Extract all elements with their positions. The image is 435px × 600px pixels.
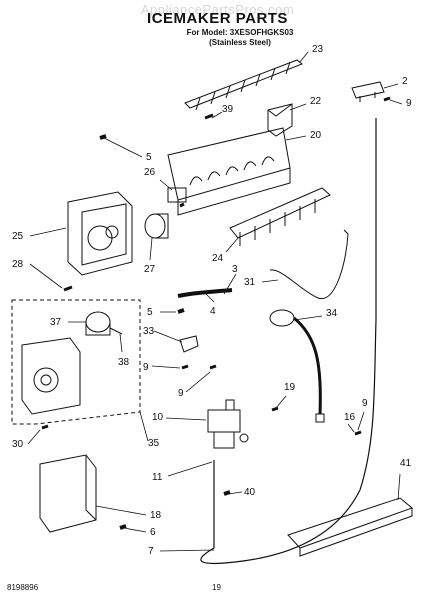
callout-label-c9d: 9 [362, 398, 368, 409]
callout-label-c23: 23 [312, 44, 324, 55]
part-control-housing [67, 191, 133, 276]
callout-label-c16: 16 [344, 412, 356, 423]
part-cover [39, 454, 97, 533]
callout-label-c27: 27 [144, 264, 156, 275]
callout-label-c33: 33 [143, 326, 155, 337]
callout-label-c5b: 5 [147, 307, 153, 318]
callout-label-c2: 2 [402, 76, 408, 87]
callout-label-c26: 26 [144, 167, 156, 178]
part-water-line [269, 309, 325, 423]
callout-label-c5a: 5 [146, 152, 152, 163]
part-bracket-33 [179, 335, 199, 353]
callout-label-c38: 38 [118, 357, 130, 368]
part-stripper [229, 187, 331, 246]
callout-label-c11: 11 [152, 472, 163, 483]
model-line: For Model: 3XESOFHGKS03 [186, 28, 294, 37]
watermark: AppliancePartsPros.com [140, 2, 295, 17]
callout-label-c25: 25 [12, 231, 24, 242]
callout-label-c41: 41 [400, 458, 412, 469]
callout-label-c22: 22 [310, 96, 322, 107]
callout-label-c9a: 9 [406, 98, 412, 109]
screws [41, 96, 391, 530]
diagram-title: ICEMAKER PARTS [147, 10, 288, 27]
callout-label-c31: 31 [244, 277, 256, 288]
part-ejector [184, 59, 303, 111]
callout-label-c35: 35 [148, 438, 160, 449]
part-motor [144, 213, 169, 239]
callout-label-c19: 19 [284, 382, 296, 393]
part-water-valve [207, 399, 249, 449]
callout-label-c28: 28 [12, 259, 24, 270]
part-supply-tube [200, 118, 377, 565]
part-fill-tube [177, 288, 233, 298]
leader-lines [27, 51, 403, 552]
part-motor-37 [85, 311, 123, 336]
callout-label-c34: 34 [326, 308, 338, 319]
dashed-assembly-outline [11, 299, 141, 425]
part-clip [351, 81, 385, 102]
callout-label-c7: 7 [148, 546, 154, 557]
callout-label-c20: 20 [310, 130, 322, 141]
callout-label-c9b: 9 [143, 362, 149, 373]
model-info: For Model: 3XESOFHGKS03 (Stainless Steel… [140, 28, 340, 48]
page-number: 19 [212, 583, 221, 592]
callout-label-c40: 40 [244, 487, 256, 498]
callout-label-c37: 37 [50, 317, 62, 328]
part-mold [167, 127, 291, 216]
callout-label-c4: 4 [210, 306, 216, 317]
callout-label-c3: 3 [232, 264, 238, 275]
part-mounting-plate [21, 337, 81, 415]
part-bracket-41 [287, 497, 413, 557]
callout-label-c24: 24 [212, 253, 224, 264]
model-sub: (Stainless Steel) [209, 38, 271, 47]
callout-label-c6: 6 [150, 527, 156, 538]
footer-code: 8198896 [7, 583, 39, 592]
part-wire-bail [269, 229, 349, 299]
callout-label-c9c: 9 [178, 388, 184, 399]
callout-label-c30: 30 [12, 439, 24, 450]
callout-label-c10: 10 [152, 412, 164, 423]
callout-label-c18: 18 [150, 510, 162, 521]
callout-label-c39: 39 [222, 104, 234, 115]
